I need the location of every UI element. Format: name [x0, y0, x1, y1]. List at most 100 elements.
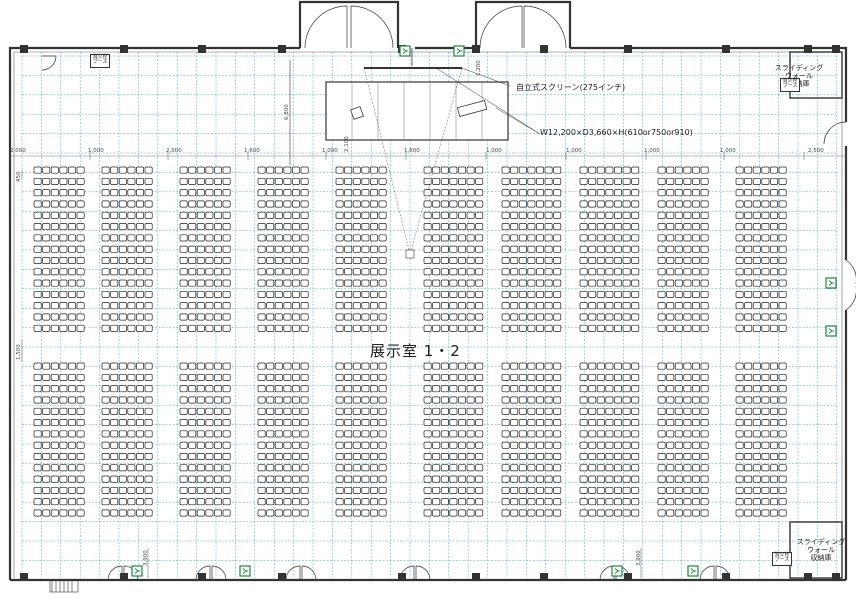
chair-upper: [579, 245, 588, 253]
chair-upper: [700, 324, 709, 332]
chair-upper: [144, 245, 153, 253]
exit-sign-icon: [453, 45, 465, 57]
chair-lower: [283, 396, 292, 404]
chair-lower: [449, 385, 458, 393]
chair-upper: [361, 279, 370, 287]
chair-lower: [205, 407, 214, 415]
chair-upper: [292, 245, 300, 253]
chair-upper: [274, 189, 283, 197]
chair-upper: [196, 324, 205, 332]
chair-upper: [579, 324, 588, 332]
chair-lower: [666, 453, 675, 460]
chair-lower: [622, 396, 631, 404]
chair-upper: [344, 177, 353, 185]
chair-lower: [68, 464, 76, 472]
chair-upper: [761, 324, 770, 332]
chair-lower: [205, 509, 214, 517]
chair-lower: [136, 362, 144, 370]
chair-lower: [553, 419, 562, 427]
chair-upper: [744, 177, 753, 185]
chair-upper: [432, 257, 441, 264]
chair-upper: [553, 257, 562, 264]
stage: [289, 48, 541, 259]
chair-upper: [144, 313, 153, 321]
chair-upper: [614, 324, 622, 332]
chair-upper: [50, 302, 59, 310]
chair-upper: [700, 290, 709, 298]
chair-lower: [700, 373, 709, 381]
column-top: [472, 45, 480, 53]
chair-upper: [501, 279, 510, 287]
chair-upper: [744, 257, 753, 264]
chair-lower: [50, 362, 59, 370]
chair-upper: [536, 177, 544, 185]
exit-signs: [131, 45, 837, 577]
chair-upper: [510, 279, 519, 287]
chair-upper: [761, 166, 770, 174]
chair-upper: [458, 177, 466, 185]
chair-lower: [214, 486, 222, 494]
chair-lower: [378, 419, 387, 427]
chair-upper: [501, 290, 510, 298]
chair-lower: [692, 475, 700, 483]
chair-upper: [59, 302, 68, 310]
chair-lower: [449, 373, 458, 381]
chair-upper: [518, 177, 527, 185]
chair-upper: [518, 200, 527, 208]
chair-lower: [214, 385, 222, 393]
chair-lower: [536, 486, 544, 494]
chair-upper: [144, 324, 153, 332]
chair-lower: [127, 385, 136, 393]
chair-upper: [127, 234, 136, 242]
chair-upper: [370, 223, 378, 231]
chair-lower: [761, 362, 770, 370]
chair-upper: [778, 279, 787, 287]
chair-upper: [432, 279, 441, 287]
chair-upper: [76, 234, 85, 242]
chair-lower: [370, 498, 378, 506]
chair-lower: [110, 419, 119, 427]
chair-lower: [110, 396, 119, 404]
chair-lower: [458, 509, 466, 517]
chair-lower: [518, 441, 527, 449]
chair-lower: [361, 464, 370, 472]
table: [456, 100, 488, 117]
chair-lower: [553, 498, 562, 506]
chair-upper: [370, 268, 378, 276]
chair-upper: [370, 290, 378, 298]
chair-upper: [68, 189, 76, 197]
chair-upper: [596, 290, 605, 298]
chair-lower: [361, 373, 370, 381]
chair-upper: [283, 324, 292, 332]
chair-lower: [622, 419, 631, 427]
chair-upper: [692, 166, 700, 174]
chair-lower: [666, 486, 675, 494]
chair-upper: [536, 234, 544, 242]
chair-upper: [770, 324, 778, 332]
chair-lower: [59, 362, 68, 370]
chair-lower: [440, 464, 449, 472]
chair-lower: [458, 441, 466, 449]
chair-upper: [674, 189, 683, 197]
chair-upper: [144, 200, 153, 208]
chair-lower: [544, 441, 553, 449]
chair-upper: [657, 268, 666, 276]
chair-upper: [196, 200, 205, 208]
chair-upper: [196, 234, 205, 242]
chair-lower: [735, 498, 744, 506]
chair-lower: [735, 396, 744, 404]
chair-upper: [42, 279, 51, 287]
chair-lower: [432, 453, 441, 460]
chair-upper: [596, 324, 605, 332]
chair-upper: [432, 223, 441, 231]
chair-upper: [222, 290, 231, 298]
chair-lower: [770, 441, 778, 449]
chair-upper: [544, 189, 553, 197]
chair-upper: [579, 313, 588, 321]
chair-upper: [214, 290, 222, 298]
chair-upper: [101, 223, 110, 231]
chair-upper: [544, 324, 553, 332]
chair-lower: [76, 407, 85, 415]
chair-upper: [752, 177, 761, 185]
chair-lower: [501, 441, 510, 449]
